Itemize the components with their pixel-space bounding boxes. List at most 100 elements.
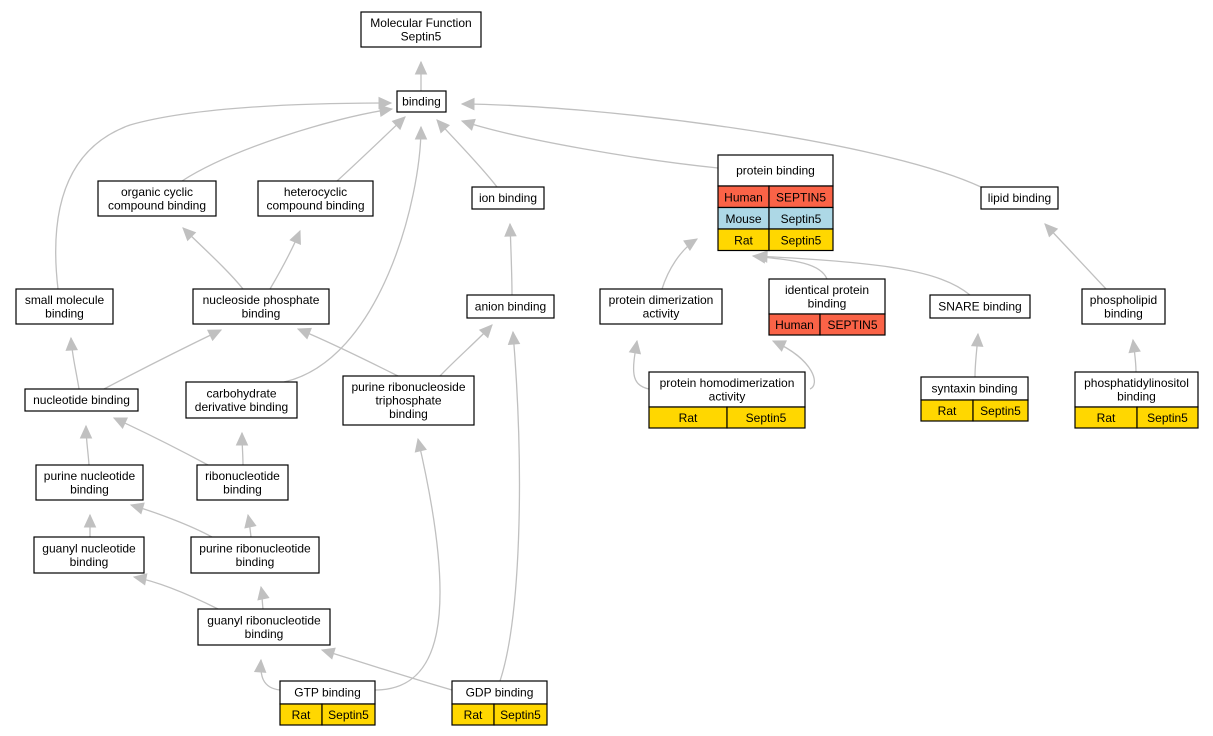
edges-layer <box>55 60 1141 691</box>
edge-ribonucleotide-to-carbohydrate_derivative <box>235 431 249 466</box>
node-label: protein homodimerization <box>660 376 795 390</box>
node-label: guanyl ribonucleotide <box>207 613 321 627</box>
node-label: compound binding <box>266 198 364 212</box>
node-label: GDP binding <box>466 686 534 700</box>
edge-line <box>754 255 971 296</box>
node-anion-binding[interactable]: anion binding <box>466 294 555 319</box>
node-label: binding <box>389 407 428 421</box>
node-label: purine nucleotide <box>44 469 136 483</box>
node-box <box>1081 288 1166 325</box>
edge-nucleoside_phosphate-to-heterocyclic <box>269 229 301 290</box>
edge-line <box>297 328 399 377</box>
species-label: Rat <box>1097 411 1116 425</box>
gene-label: Septin5 <box>980 404 1021 418</box>
node-label: syntaxin binding <box>931 382 1017 396</box>
edge-arrowhead <box>414 60 428 75</box>
species-label: Rat <box>464 708 483 722</box>
node-box <box>197 608 331 646</box>
edge-guanyl_nucleotide-to-purine_nucleotide <box>83 513 97 537</box>
edge-protein_homodimerization-to-identical_protein <box>771 340 816 390</box>
node-label: ribonucleotide <box>205 469 280 483</box>
edge-arrowhead <box>79 424 93 439</box>
edge-lipid_binding-to-binding <box>460 97 982 188</box>
species-label: Rat <box>292 708 311 722</box>
node-box <box>196 464 289 501</box>
species-label: Mouse <box>725 212 761 226</box>
node-lipid-binding[interactable]: lipid binding <box>980 186 1059 210</box>
edge-line <box>103 329 222 390</box>
edge-gdp_binding-to-anion_binding <box>499 330 521 682</box>
node-box <box>190 536 320 574</box>
edge-line <box>130 504 213 538</box>
gene-label: Septin5 <box>781 212 822 226</box>
node-nucleotide-binding[interactable]: nucleotide binding <box>24 388 139 412</box>
edge-line <box>113 417 209 466</box>
node-ion-binding[interactable]: ion binding <box>471 186 545 210</box>
node-label: binding <box>223 482 262 496</box>
node-box <box>648 371 806 408</box>
node-label: binding <box>70 482 109 496</box>
node-box <box>360 11 482 48</box>
gene-cell <box>819 313 886 336</box>
species-label: Rat <box>734 233 753 247</box>
edge-gdp_binding-to-guanyl_ribonucleotide <box>320 647 453 691</box>
edge-arrowhead <box>207 329 223 342</box>
node-label: identical protein <box>785 283 869 297</box>
gene-label: SEPTIN5 <box>827 318 877 332</box>
node-label: lipid binding <box>988 191 1051 205</box>
edge-nucleoside_phosphate-to-organic_cyclic <box>182 227 244 290</box>
edge-arrowhead <box>460 118 476 131</box>
edge-nucleotide_binding-to-small_molecule <box>65 336 80 390</box>
node-label: carbohydrate <box>206 386 276 400</box>
node-box <box>35 464 144 501</box>
edge-purine_ribonucleotide-to-ribonucleotide <box>244 513 257 538</box>
edge-organic_cyclic-to-binding <box>181 104 394 182</box>
edge-arrowhead <box>235 431 249 446</box>
edge-arrowhead <box>628 339 642 355</box>
node-label: heterocyclic <box>284 185 347 199</box>
edge-arrowhead <box>129 502 145 515</box>
node-label: protein dimerization <box>609 293 714 307</box>
edge-line <box>283 126 422 383</box>
edge-arrowhead <box>1044 223 1059 238</box>
node-label: organic cyclic <box>121 185 193 199</box>
node-binding[interactable]: binding <box>396 90 447 113</box>
edge-binding-to-root <box>414 60 428 91</box>
edge-small_molecule-to-binding <box>55 96 393 290</box>
edge-arrowhead <box>414 437 427 453</box>
edge-purine_ribonucleoside_tp-to-anion_binding <box>439 324 493 377</box>
edge-line <box>133 576 219 610</box>
edge-heterocyclic-to-binding <box>336 116 406 182</box>
edge-arrowhead <box>414 125 428 140</box>
node-snare-binding[interactable]: SNARE binding <box>929 294 1031 319</box>
edge-line <box>499 331 521 682</box>
edge-arrowhead <box>478 324 493 339</box>
